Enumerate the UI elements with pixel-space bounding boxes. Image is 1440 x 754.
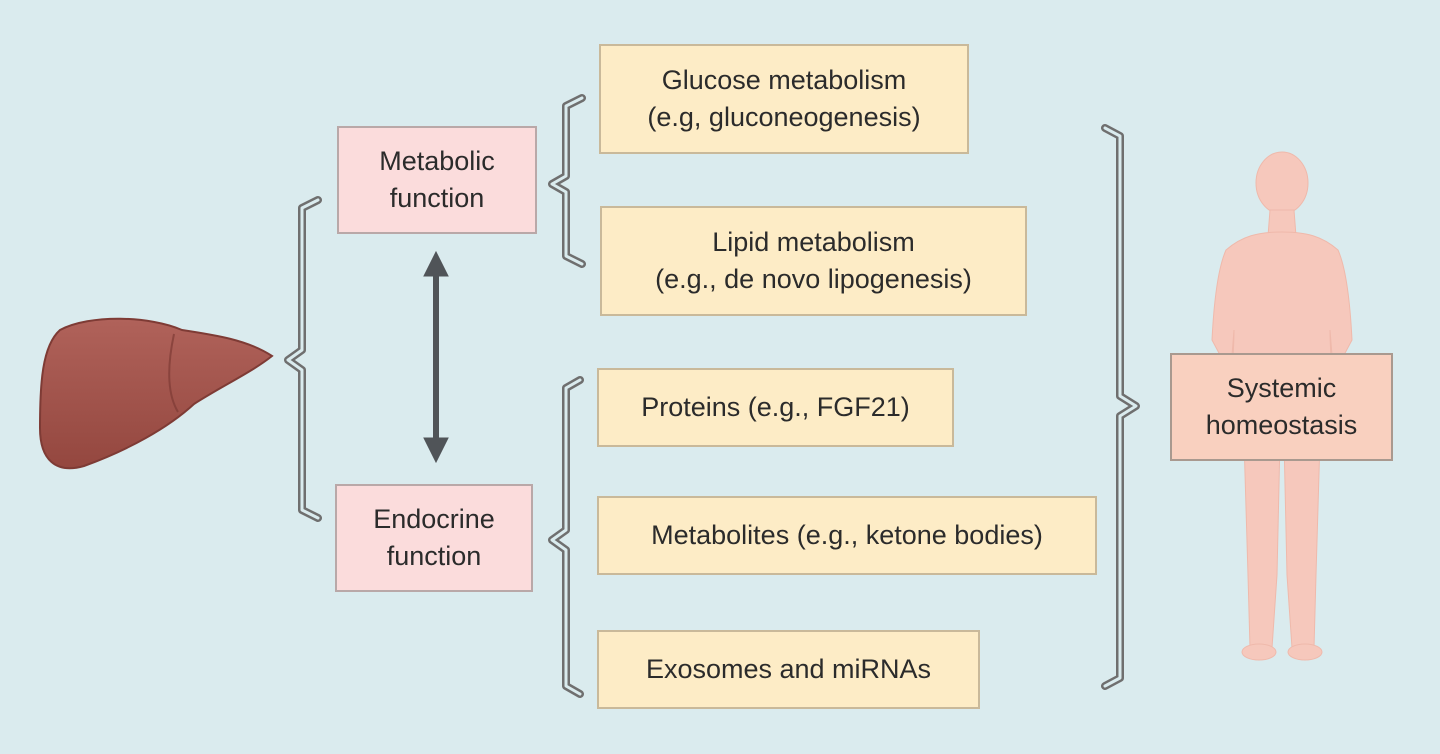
metabolites-box: Metabolites (e.g., ketone bodies) xyxy=(597,496,1097,575)
glucose-metabolism-box: Glucose metabolism (e.g, gluconeogenesis… xyxy=(599,44,969,154)
proteins-box: Proteins (e.g., FGF21) xyxy=(597,368,954,447)
endocrine-function-box: Endocrine function xyxy=(335,484,533,592)
liver-icon xyxy=(38,317,274,470)
systemic-homeostasis-box: Systemic homeostasis xyxy=(1170,353,1393,461)
lipid-metabolism-box: Lipid metabolism (e.g., de novo lipogene… xyxy=(600,206,1027,316)
metabolic-function-box: Metabolic function xyxy=(337,126,537,234)
double-headed-arrow-icon xyxy=(423,250,449,464)
exosomes-box: Exosomes and miRNAs xyxy=(597,630,980,709)
